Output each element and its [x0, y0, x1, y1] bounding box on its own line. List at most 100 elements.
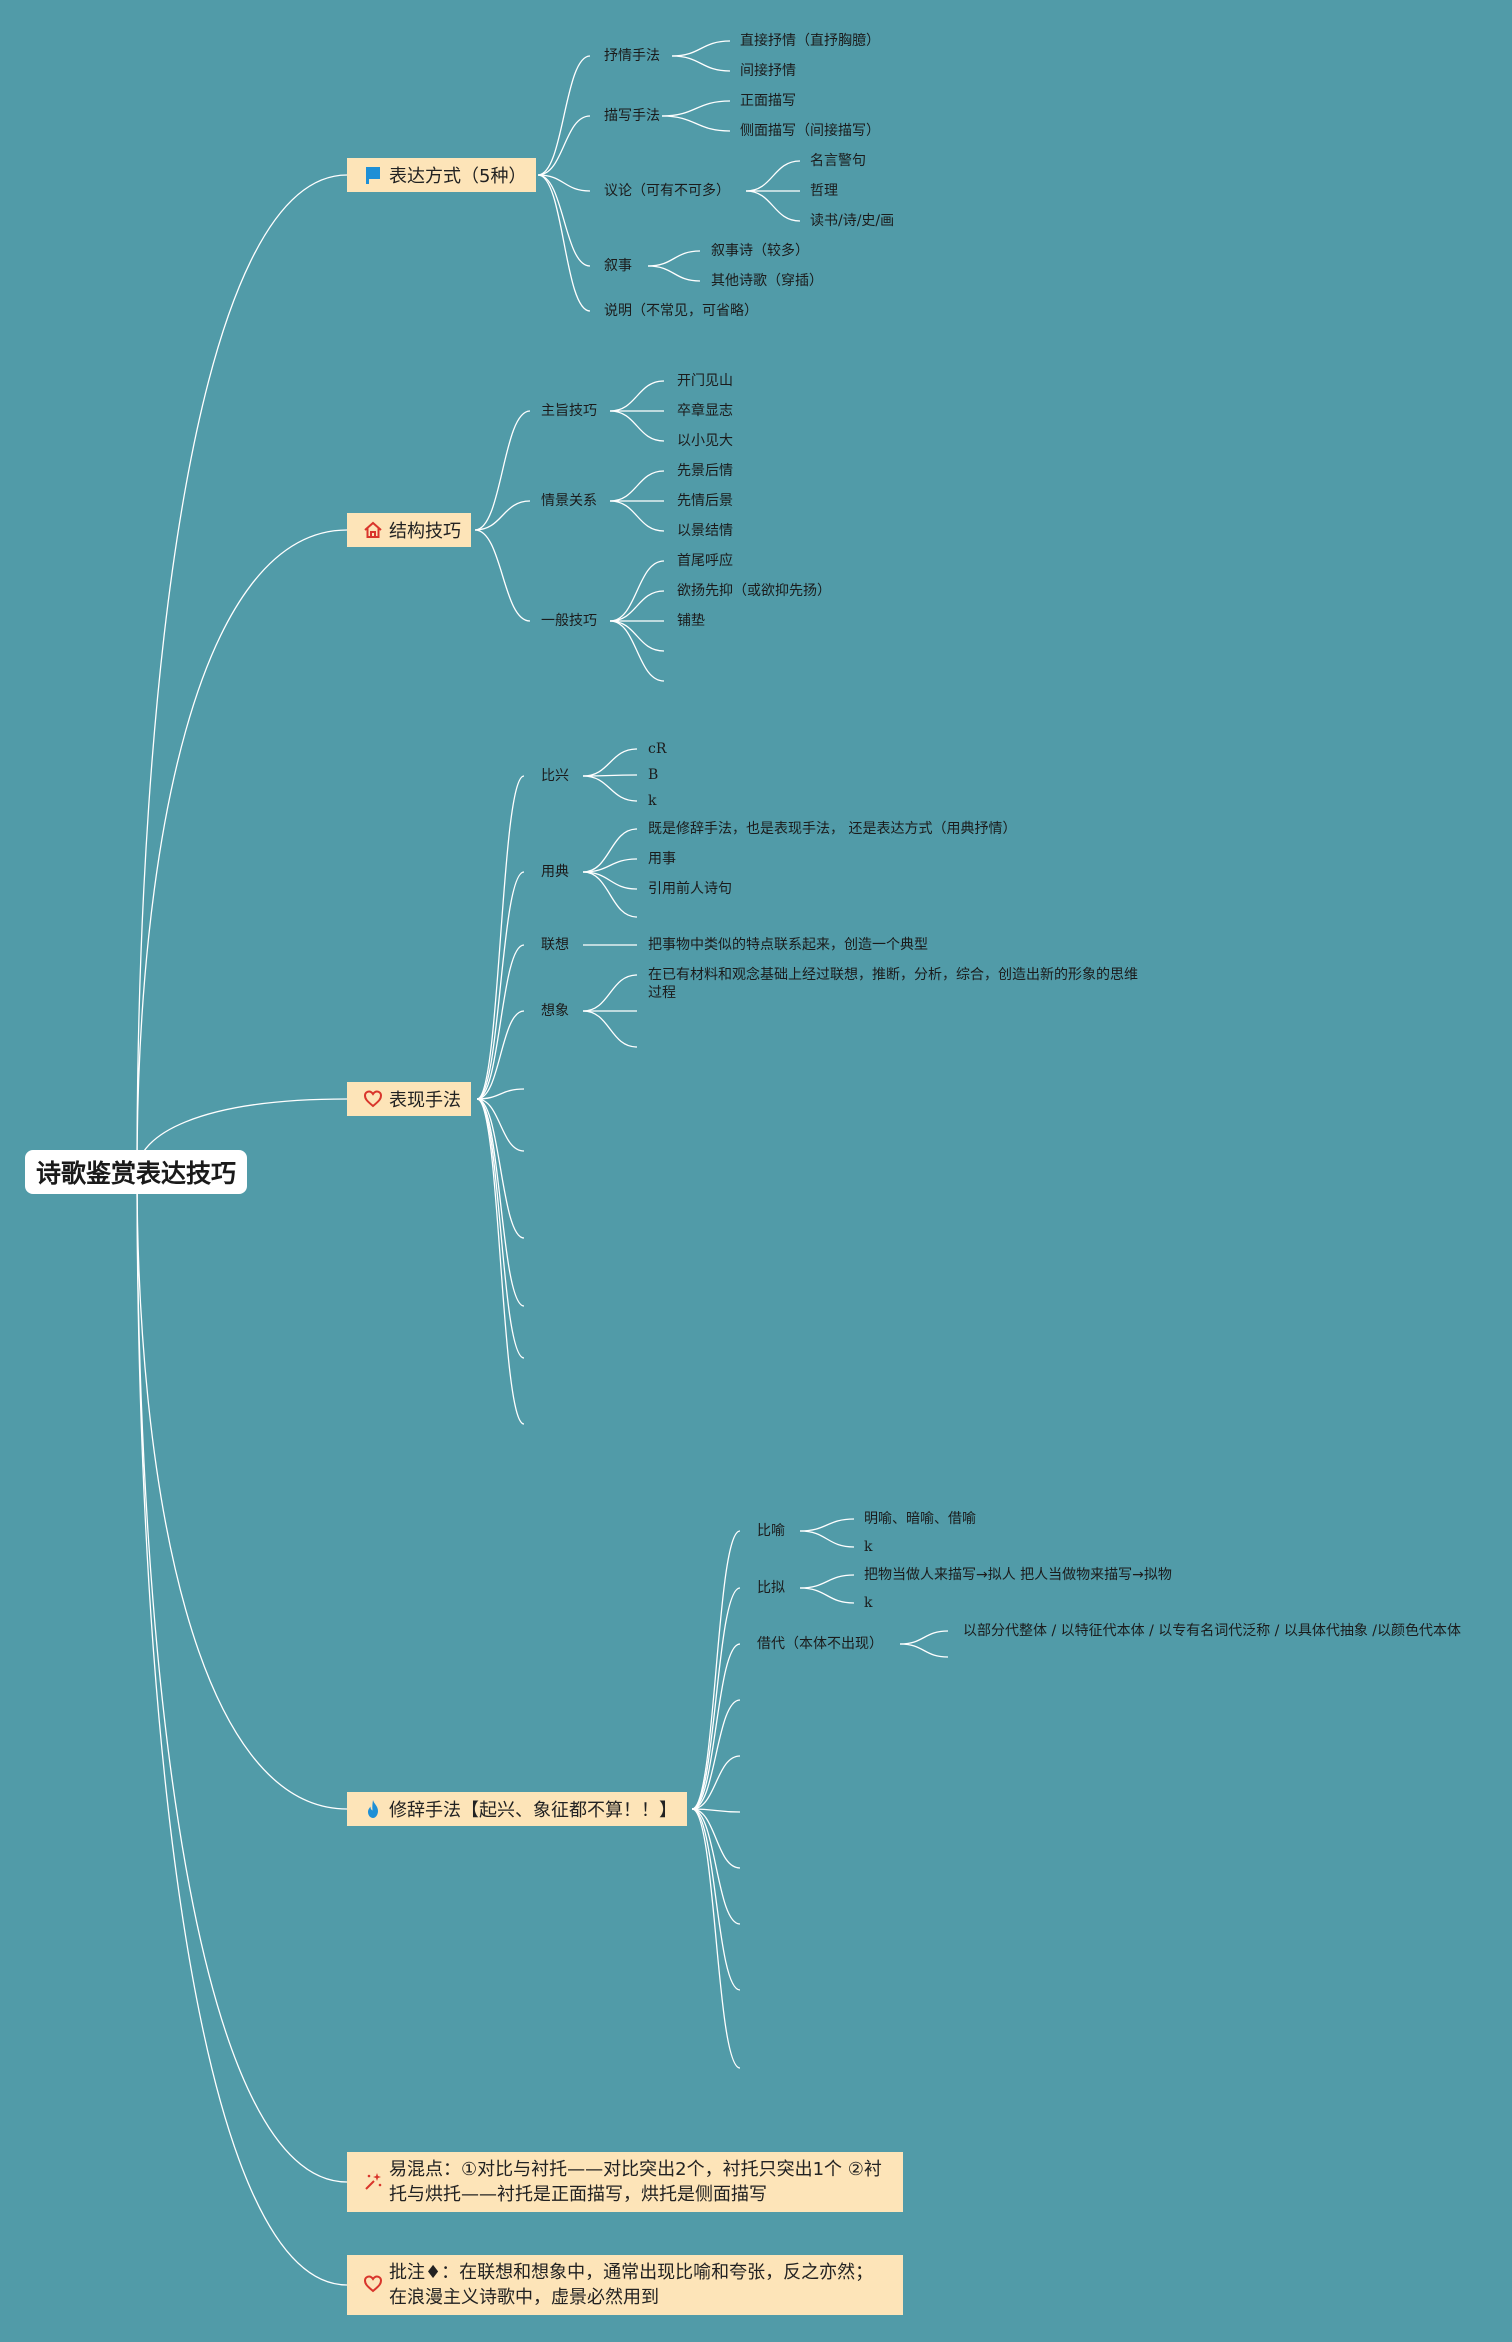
node-xushi[interactable]: 叙事 — [604, 258, 632, 274]
connector-line — [476, 871, 525, 1100]
connector-line — [476, 1098, 525, 1307]
connector-line — [647, 265, 701, 282]
connector-line — [691, 1587, 741, 1810]
node-b[interactable]: B — [648, 767, 659, 783]
connector-line — [476, 1088, 525, 1100]
connector-line — [671, 55, 731, 72]
node-zhengmian[interactable]: 正面描写 — [740, 93, 796, 109]
node-zhuzhi[interactable]: 主旨技巧 — [541, 403, 597, 419]
node-yd3[interactable]: 引用前人诗句 — [648, 881, 732, 897]
node-yuyang[interactable]: 欲扬先抑（或欲抑先扬） — [677, 583, 831, 599]
root-connector — [136, 529, 348, 1173]
branch-biaoda[interactable]: 表达方式（5种） — [347, 158, 537, 192]
connector-line — [691, 1808, 741, 2069]
node-xianjing[interactable]: 先景后情 — [677, 463, 733, 479]
node-xiangxiang[interactable]: 想象 — [541, 1003, 569, 1019]
connector-line — [582, 828, 638, 873]
node-qita[interactable]: 其他诗歌（穿插） — [711, 273, 823, 289]
node-lianxiang[interactable]: 联想 — [541, 937, 569, 953]
connector-line — [691, 1643, 741, 1810]
connector-line — [609, 410, 665, 442]
connector-line — [745, 160, 801, 192]
branch-pizhu[interactable]: 批注♦：在联想和想象中，通常出现比喻和夸张，反之亦然； 在浪漫主义诗歌中，虚景必… — [347, 2255, 903, 2315]
connector-line — [609, 470, 665, 502]
connector-line — [745, 190, 801, 222]
node-by2[interactable]: k — [864, 1539, 873, 1555]
connector-line — [537, 174, 591, 267]
node-zuzhang[interactable]: 卒章显志 — [677, 403, 733, 419]
branch-biaoxian[interactable]: 表现手法 — [347, 1082, 471, 1116]
node-dushu[interactable]: 读书/诗/史/画 — [810, 213, 895, 229]
node-bini[interactable]: 比拟 — [757, 1580, 785, 1596]
node-shuqing[interactable]: 抒情手法 — [604, 48, 660, 64]
connector-line — [691, 1530, 741, 1810]
node-shuoming[interactable]: 说明（不常见，可省略） — [604, 303, 758, 319]
root-connector — [136, 1171, 348, 2286]
node-lx1[interactable]: 把事物中类似的特点联系起来，创造一个典型 — [648, 937, 928, 953]
connector-line — [691, 1755, 741, 1810]
connector-line — [582, 858, 638, 873]
node-shouwei[interactable]: 首尾呼应 — [677, 553, 733, 569]
connector-line — [582, 974, 638, 1012]
fire-icon — [363, 1799, 383, 1819]
node-yd1[interactable]: 既是修辞手法，也是表现手法， 还是表达方式（用典抒情） — [648, 821, 1017, 837]
connector-line — [899, 1630, 949, 1645]
branch-label: 表达方式（5种） — [389, 166, 527, 187]
node-mingyan[interactable]: 名言警句 — [810, 153, 866, 169]
connector-line — [609, 380, 665, 412]
connector-line — [799, 1587, 855, 1604]
node-yilun[interactable]: 议论（可有不可多） — [604, 183, 730, 199]
branch-yihun[interactable]: 易混点：①对比与衬托——对比突出2个，衬托只突出1个 ②衬托与烘托——衬托是正面… — [347, 2152, 903, 2212]
node-cemian[interactable]: 侧面描写（间接描写） — [740, 123, 880, 139]
node-kaimen[interactable]: 开门见山 — [677, 373, 733, 389]
node-yijing[interactable]: 以景结情 — [677, 523, 733, 539]
branch-jiegou[interactable]: 结构技巧 — [347, 513, 471, 547]
node-yixiao[interactable]: 以小见大 — [677, 433, 733, 449]
connector-line — [476, 1098, 525, 1425]
node-qingjing[interactable]: 情景关系 — [541, 493, 597, 509]
node-miaoxie[interactable]: 描写手法 — [604, 108, 660, 124]
node-k[interactable]: k — [648, 793, 657, 809]
connector-line — [691, 1808, 741, 1813]
node-zhijie[interactable]: 直接抒情（直抒胸臆） — [740, 33, 880, 49]
connector-line — [474, 529, 531, 622]
branch-label: 易混点：①对比与衬托——对比突出2个，衬托只突出1个 ②衬托与烘托——衬托是正面… — [389, 2159, 882, 2205]
connector-line — [537, 174, 591, 312]
home-icon — [363, 520, 383, 540]
node-xx1[interactable]: 在已有材料和观念基础上经过联想，推断，分析，综合，创造出新的形象的思维过程 — [648, 967, 1138, 1001]
connector-line — [476, 775, 525, 1100]
node-pudian[interactable]: 铺垫 — [677, 613, 705, 629]
node-yiban[interactable]: 一般技巧 — [541, 613, 597, 629]
node-zheli[interactable]: 哲理 — [810, 183, 838, 199]
heart-icon — [363, 1089, 383, 1109]
node-yd2[interactable]: 用事 — [648, 851, 676, 867]
node-yongdian[interactable]: 用典 — [541, 864, 569, 880]
node-jd1[interactable]: 以部分代整体 / 以特征代本体 / 以专有名词代泛称 / 以具体代抽象 /以颜色… — [963, 1623, 1462, 1639]
sparkle-icon — [363, 2171, 383, 2191]
node-xianqing[interactable]: 先情后景 — [677, 493, 733, 509]
connector-line — [799, 1518, 855, 1532]
connector-line — [647, 250, 701, 267]
node-xushishi[interactable]: 叙事诗（较多） — [711, 243, 809, 259]
node-bn1[interactable]: 把物当做人来描写→拟人 把人当做物来描写→拟物 — [864, 1567, 1172, 1583]
connector-line — [582, 871, 638, 890]
node-by1[interactable]: 明喻、暗喻、借喻 — [864, 1511, 976, 1527]
connector-line — [582, 775, 638, 802]
connector-line — [661, 115, 731, 132]
connector-line — [691, 1699, 741, 1810]
connector-line — [691, 1808, 741, 1991]
connector-line — [474, 410, 531, 531]
heart-icon — [363, 2274, 383, 2294]
root-connector — [136, 1171, 348, 1810]
node-jiedai[interactable]: 借代（本体不出现） — [757, 1636, 883, 1652]
node-bixing[interactable]: 比兴 — [541, 768, 569, 784]
connector-line — [537, 174, 591, 192]
node-cr[interactable]: cR — [648, 741, 667, 757]
node-bn2[interactable]: k — [864, 1595, 873, 1611]
node-jianjie[interactable]: 间接抒情 — [740, 63, 796, 79]
node-biyu[interactable]: 比喻 — [757, 1523, 785, 1539]
branch-label: 批注♦：在联想和想象中，通常出现比喻和夸张，反之亦然； 在浪漫主义诗歌中，虚景必… — [389, 2262, 874, 2308]
branch-xiuci[interactable]: 修辞手法【起兴、象征都不算！！】 — [347, 1792, 687, 1826]
root-topic[interactable]: 诗歌鉴赏表达技巧 — [25, 1150, 247, 1194]
